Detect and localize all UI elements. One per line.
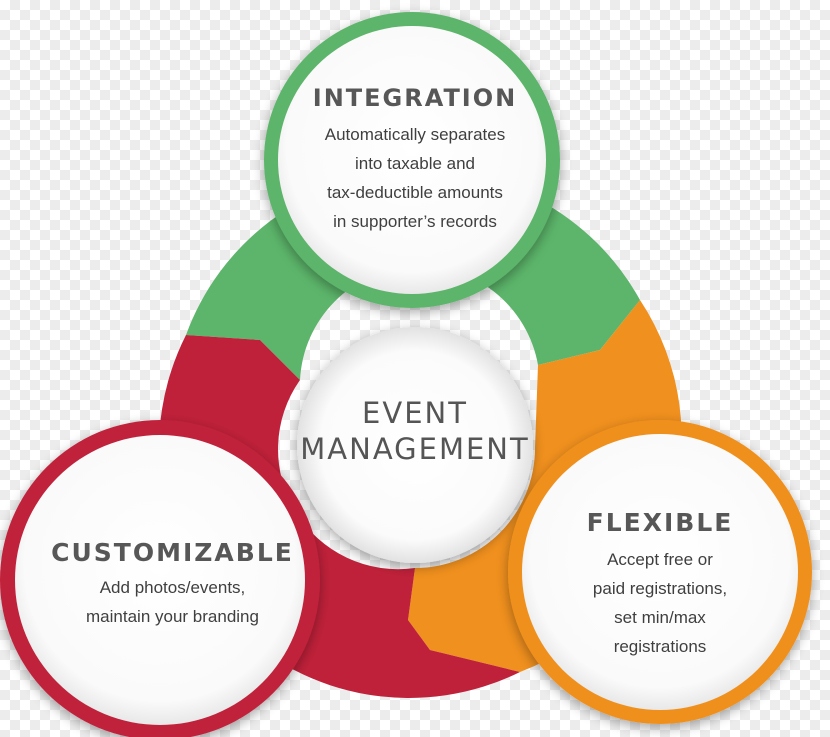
center-title-line1: EVENT: [362, 396, 468, 430]
center-label: EVENT MANAGEMENT: [290, 395, 540, 467]
node-customizable: [0, 420, 320, 737]
node-flexible: [508, 420, 812, 724]
flexible-line: registrations: [613, 637, 707, 656]
customizable-description: Add photos/events, maintain your brandin…: [30, 573, 315, 631]
customizable-line: maintain your branding: [86, 607, 259, 626]
customizable-line: Add photos/events,: [99, 578, 246, 597]
integration-line: tax-deductible amounts: [327, 183, 503, 202]
customizable-title: CUSTOMIZABLE: [51, 538, 294, 567]
flexible-description: Accept free or paid registrations, set m…: [520, 545, 800, 661]
center-title-line2: MANAGEMENT: [300, 432, 530, 466]
integration-title: INTEGRATION: [312, 84, 518, 112]
integration-line: Automatically separates: [324, 125, 506, 144]
node-integration: [264, 12, 560, 308]
integration-description: Automatically separates into taxable and…: [275, 120, 555, 236]
flexible-line: Accept free or: [607, 550, 713, 569]
flexible-title: FLEXIBLE: [586, 508, 734, 537]
center-hub: [297, 327, 533, 563]
integration-line: into taxable and: [354, 154, 476, 173]
integration-label: INTEGRATION Automatically separates into…: [275, 84, 555, 236]
flexible-label: FLEXIBLE Accept free or paid registratio…: [520, 508, 800, 661]
integration-line: in supporter’s records: [333, 212, 497, 231]
customizable-label: CUSTOMIZABLE Add photos/events, maintain…: [30, 538, 315, 631]
flexible-line: paid registrations,: [592, 579, 728, 598]
flexible-line: set min/max: [614, 608, 706, 627]
